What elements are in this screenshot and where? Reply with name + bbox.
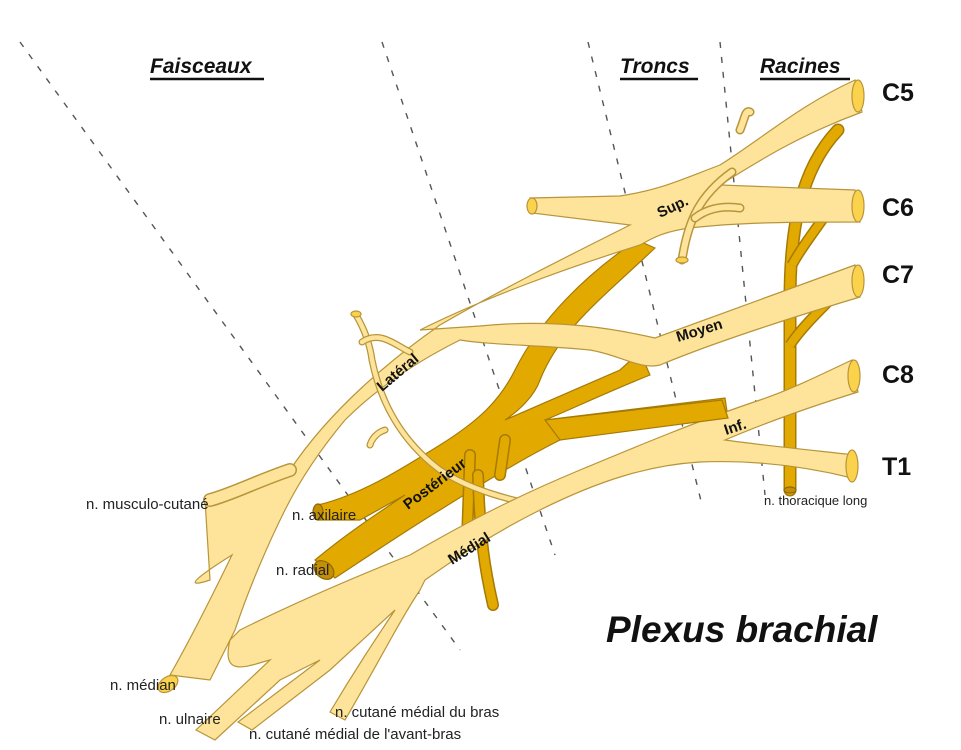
root-label-c5: C5 — [882, 79, 914, 107]
section-headers: Faisceaux Troncs Racines — [150, 55, 850, 81]
label-median: n. médian — [110, 677, 176, 694]
header-troncs: Troncs — [620, 55, 690, 78]
root-label-t1: T1 — [882, 453, 911, 481]
root-label-c6: C6 — [882, 194, 914, 222]
trunk-label-inferior: Inf. — [722, 416, 749, 439]
label-ulnar: n. ulnaire — [159, 711, 221, 728]
root-label-c8: C8 — [882, 361, 914, 389]
nerve-labels: n. thoracique long n. musculo-cutané n. … — [86, 493, 867, 743]
divider-line-3 — [587, 41, 703, 506]
divider-line-1 — [19, 41, 461, 651]
label-axillary: n. axilaire — [292, 507, 356, 524]
header-faisceaux: Faisceaux — [150, 55, 253, 78]
label-medial-cutaneous-forearm: n. cutané médial de l'avant-bras — [249, 726, 461, 743]
divider-line-2 — [381, 41, 556, 556]
root-label-c7: C7 — [882, 261, 914, 289]
medial-cord-and-lower-trunks — [157, 359, 861, 741]
lateral-cord-and-upper-trunks — [169, 79, 865, 681]
label-musculocutaneous: n. musculo-cutané — [86, 496, 209, 513]
diagram-title: Plexus brachial — [606, 609, 878, 650]
label-medial-cutaneous-arm: n. cutané médial du bras — [335, 704, 499, 721]
header-racines: Racines — [760, 55, 841, 78]
posterior-division-inferior — [543, 399, 729, 441]
label-thoracic-long: n. thoracique long — [764, 493, 867, 508]
label-radial: n. radial — [276, 562, 329, 579]
root-labels: C5 C6 C7 C8 T1 — [882, 79, 914, 481]
